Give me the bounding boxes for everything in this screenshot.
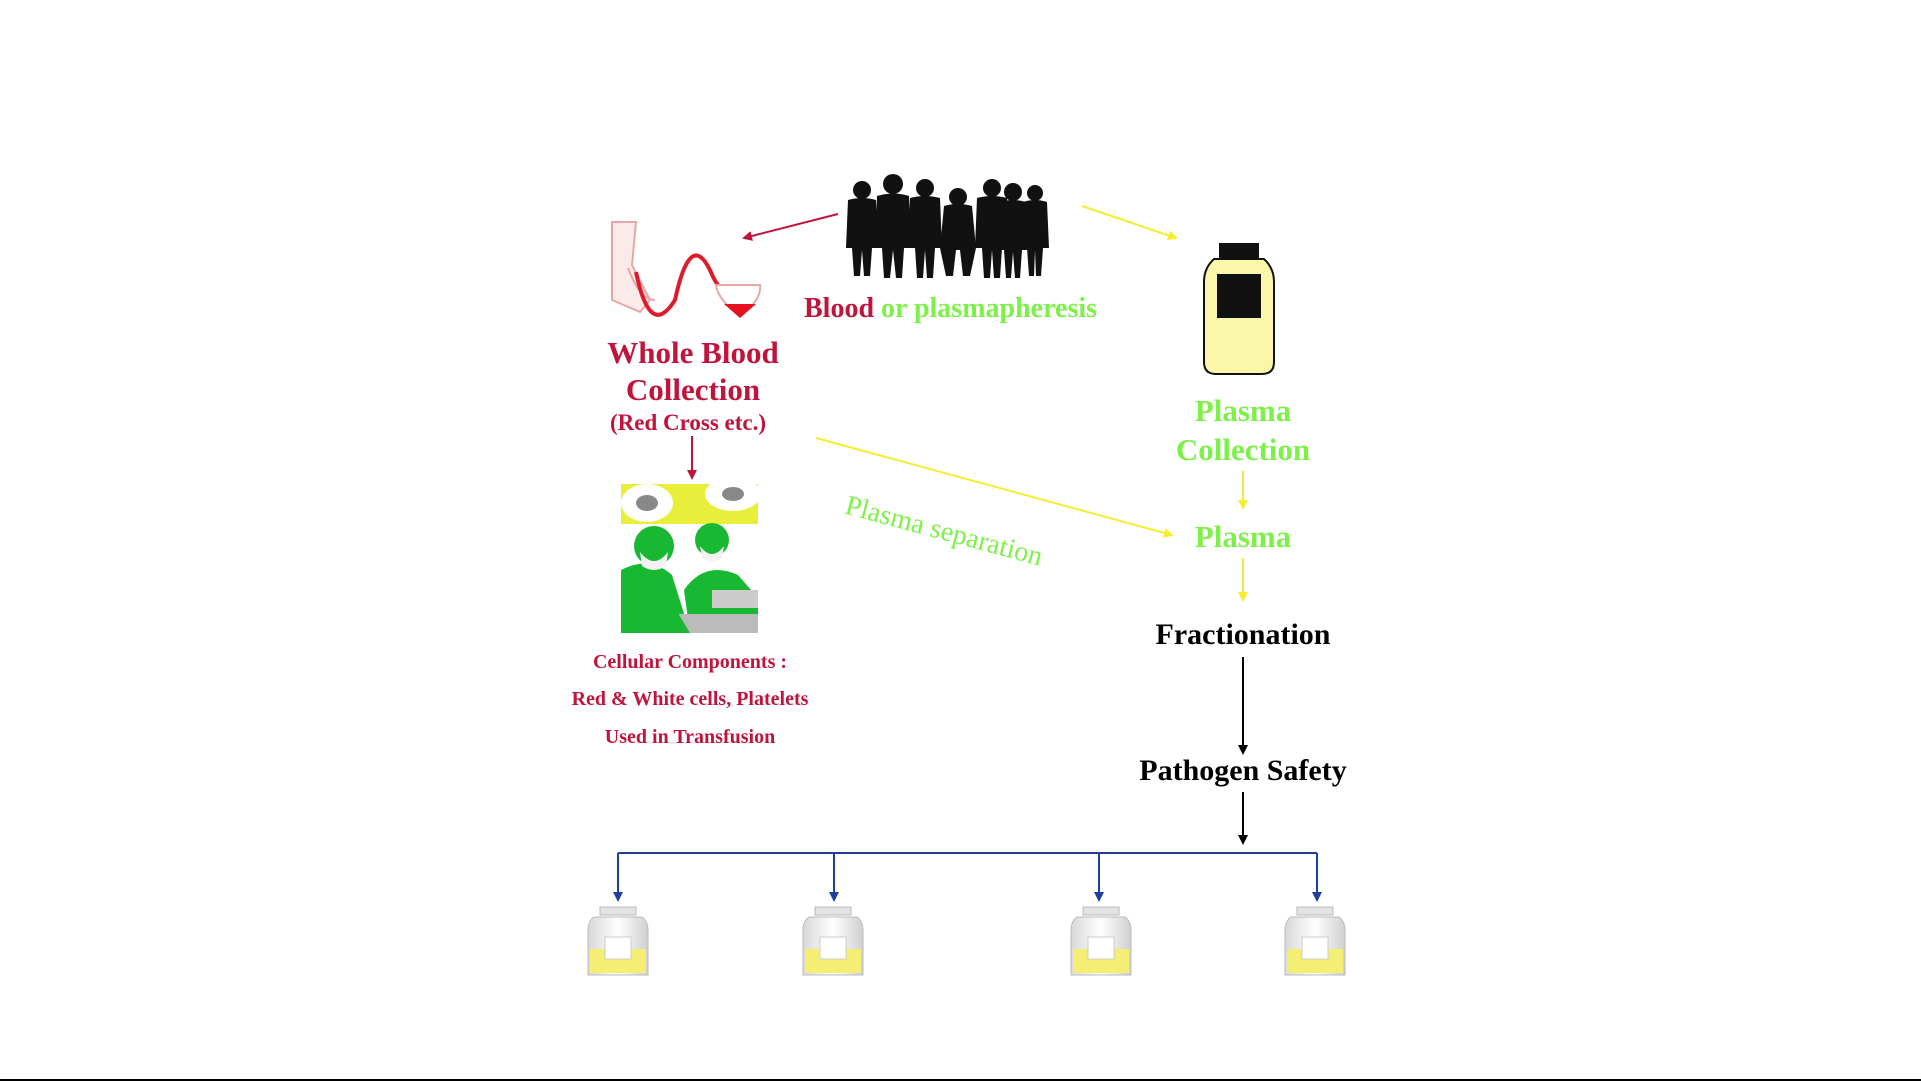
pathogen-safety-label: Pathogen Safety: [1098, 752, 1388, 789]
fractionation-label: Fractionation: [1108, 616, 1378, 653]
whole-blood-title-line1: Whole Blood: [593, 334, 793, 371]
cellular-line3: Used in Transfusion: [540, 719, 840, 756]
plasma-label: Plasma: [1138, 518, 1348, 555]
plasmapheresis-label: or plasmapheresis: [874, 293, 1097, 324]
blood-label: Blood: [804, 293, 874, 324]
cellular-line1: Cellular Components :: [540, 644, 840, 681]
product-jar-icon: [803, 907, 863, 975]
cellular-line2: Red & White cells, Platelets: [540, 681, 840, 718]
blood-bag-arm-icon: [612, 222, 760, 318]
whole-blood-subtitle: (Red Cross etc.): [583, 409, 793, 437]
donation-method-label: Blood or plasmapheresis: [804, 290, 1097, 327]
people-silhouette-icon: [846, 174, 1049, 278]
whole-blood-title-line2: Collection: [593, 371, 793, 408]
surgeons-icon: [621, 477, 761, 633]
plasma-collection-line2: Collection: [1138, 431, 1348, 468]
product-jar-icon: [1285, 907, 1345, 975]
arrow-donors-to-plasma-collection: [1082, 206, 1176, 238]
product-jar-icon: [588, 907, 648, 975]
arrow-donors-to-whole-blood: [744, 214, 838, 238]
product-jar-icon: [1071, 907, 1131, 975]
plasma-bottle-icon: [1204, 243, 1274, 374]
product-distribution-bracket: [618, 853, 1317, 900]
plasma-collection-line1: Plasma: [1138, 392, 1348, 429]
